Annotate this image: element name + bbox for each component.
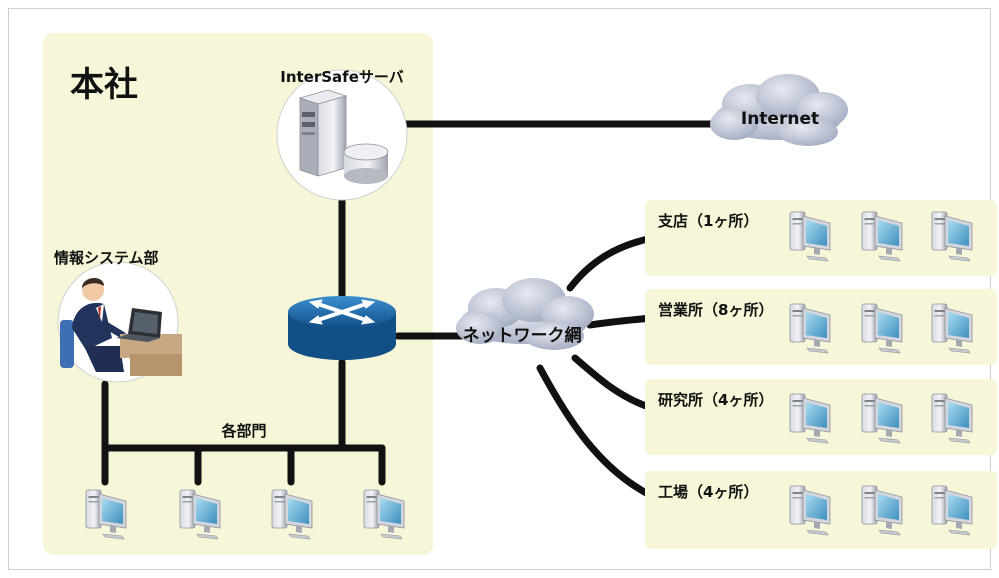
factory: 工場（4ヶ所）	[645, 471, 997, 549]
server-icon	[298, 89, 389, 184]
router-icon	[288, 296, 396, 360]
server-label: InterSafeサーバ	[280, 68, 403, 86]
departments-label: 各部門	[220, 422, 266, 440]
branch-office: 支店（1ヶ所）	[645, 200, 997, 276]
research-lab: 研究所（4ヶ所）	[645, 379, 997, 455]
branch-label: 研究所（4ヶ所）	[658, 391, 773, 409]
internet-cloud: Internet	[710, 74, 848, 146]
network-label: ネットワーク網	[463, 325, 582, 346]
network-cloud: ネットワーク網	[456, 278, 594, 350]
branch-label: 営業所（8ヶ所）	[658, 301, 773, 319]
internet-label: Internet	[741, 109, 819, 129]
office-worker-icon	[60, 277, 182, 376]
sales-office: 営業所（8ヶ所）	[645, 289, 997, 365]
connection-lines	[101, 120, 716, 500]
branch-label: 工場（4ヶ所）	[658, 483, 758, 501]
headquarters-title: 本社	[70, 65, 138, 105]
it-department-label: 情報システム部	[54, 249, 159, 267]
branch-label: 支店（1ヶ所）	[657, 212, 758, 230]
